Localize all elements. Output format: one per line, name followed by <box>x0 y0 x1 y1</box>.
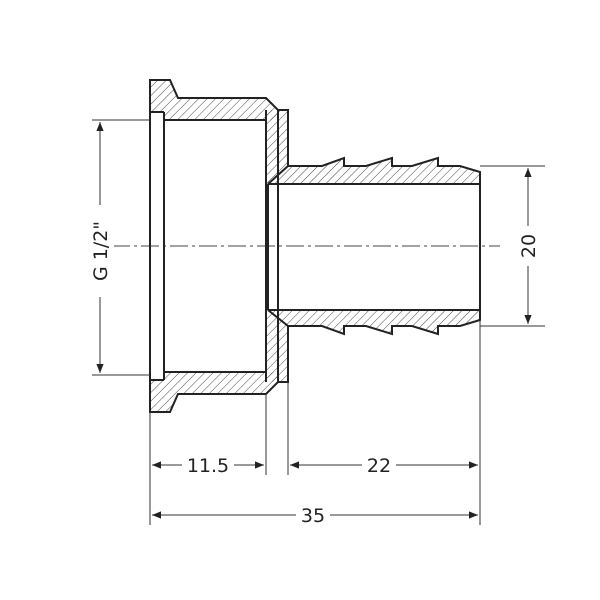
lower-nut-wall <box>150 372 278 412</box>
upper-section <box>150 80 480 184</box>
dimension-overall-length: 35 <box>152 503 478 527</box>
nut-length-label: 11.5 <box>187 455 229 477</box>
upper-nut-wall <box>150 80 278 120</box>
dimension-thread-size: G 1/2" <box>86 122 114 373</box>
extension-lines <box>92 119 545 525</box>
upper-tail-wall <box>268 158 480 184</box>
lower-tail-wall <box>268 310 480 334</box>
lower-section <box>150 310 480 412</box>
dimension-outer-diameter: 20 <box>516 168 542 324</box>
thread-size-label: G 1/2" <box>90 221 112 281</box>
overall-length-label: 35 <box>301 505 325 527</box>
part-outline <box>149 79 481 413</box>
outer-diameter-label: 20 <box>518 234 540 258</box>
dimension-nut-length: 11.5 <box>152 453 264 477</box>
tail-length-label: 22 <box>367 455 391 477</box>
dimension-tail-length: 22 <box>290 453 478 477</box>
